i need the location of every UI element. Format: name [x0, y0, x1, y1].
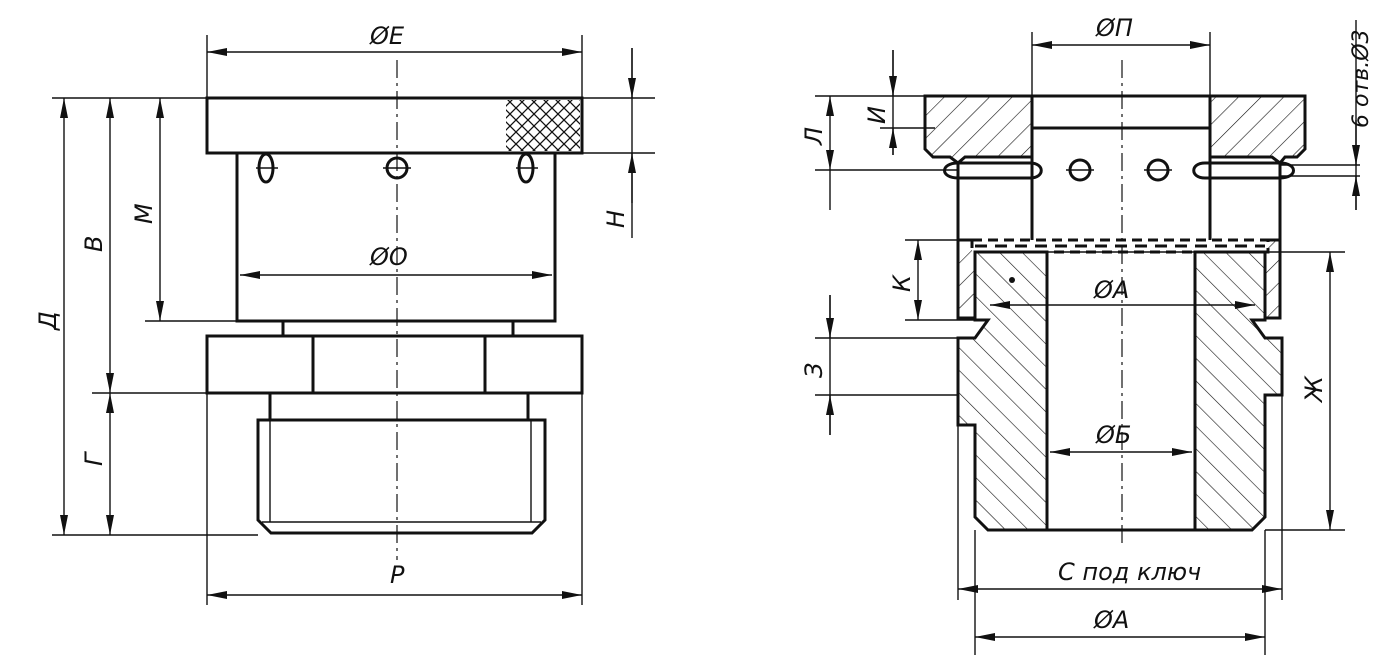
label-P-right: ØП [1095, 14, 1133, 42]
knurled-area [506, 100, 580, 151]
dim-L: Л [800, 96, 834, 210]
dim-M: М [130, 98, 164, 321]
label-I: И [863, 106, 891, 124]
dim-V: В [80, 98, 114, 393]
label-K: К [888, 274, 916, 292]
label-B: ØБ [1095, 421, 1131, 449]
dim-K: К [888, 240, 922, 320]
left-body-outline [205, 96, 584, 535]
label-Z: З [800, 363, 828, 378]
label-E: ØE [369, 22, 405, 50]
dim-I: И [863, 50, 897, 155]
holes-note: 6 отв.Ø3 [1349, 20, 1374, 210]
dim-B: ØБ [1050, 421, 1192, 456]
dim-A-outer: ØA [974, 530, 1266, 655]
cap-right-section [1208, 94, 1307, 320]
label-G: Г [80, 451, 108, 466]
radial-holes [943, 158, 1360, 182]
dim-G: Г [80, 393, 114, 535]
dim-P-right: ØП [1031, 14, 1211, 96]
label-V: В [80, 236, 108, 252]
label-wrench: С под ключ [1058, 558, 1201, 586]
right-view: ØП 6 отв.Ø3 Л И [800, 14, 1374, 655]
dim-P: P [206, 393, 583, 605]
label-N: Н [602, 210, 630, 228]
label-O: ØO [369, 243, 408, 271]
dim-Z: З [800, 295, 834, 435]
label-Zh: Ж [1300, 375, 1328, 404]
dim-wrench: С под ключ [957, 395, 1283, 600]
dim-N: Н [602, 48, 636, 238]
label-holes: 6 отв.Ø3 [1349, 29, 1374, 128]
dim-O: ØO [240, 243, 552, 279]
left-view: ØE ØO P Д В [34, 22, 655, 605]
label-M: М [130, 203, 158, 224]
dim-D: Д [34, 98, 68, 535]
label-P: P [390, 561, 405, 589]
dim-E: ØE [206, 22, 583, 98]
dim-A-inner: ØA [990, 276, 1255, 309]
label-L: Л [800, 127, 828, 146]
dim-Zh: Ж [1300, 252, 1334, 530]
label-A-inner: ØA [1093, 276, 1129, 304]
label-D: Д [34, 311, 62, 331]
label-A-outer: ØA [1093, 606, 1129, 634]
seal-dot [1009, 277, 1015, 283]
